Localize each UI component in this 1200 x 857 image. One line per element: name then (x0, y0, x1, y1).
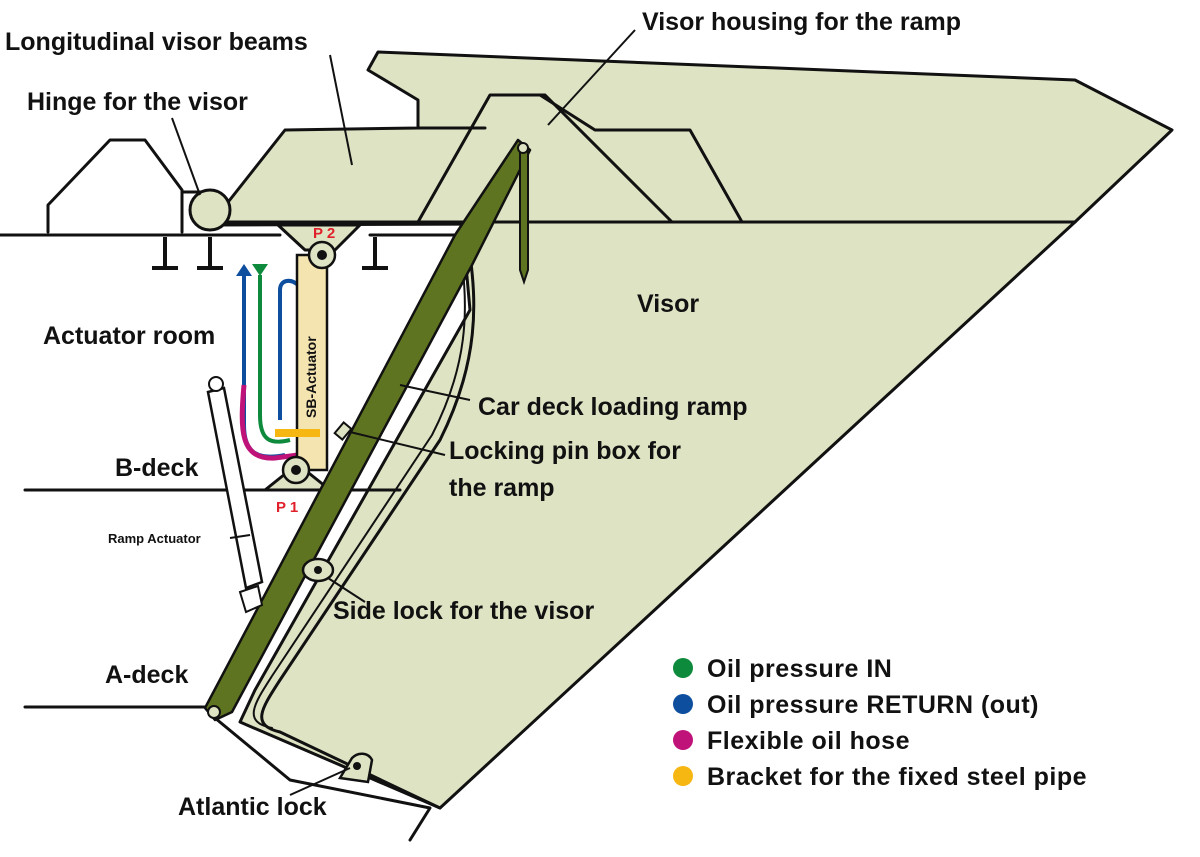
p2-pivot-center (317, 250, 327, 260)
leader-ramp-actuator (229, 534, 251, 539)
label-actuator-room: Actuator room (43, 322, 215, 350)
steel-pipe-bracket (275, 429, 320, 437)
ramp-top-pivot (517, 142, 529, 154)
visor-inner-edge (260, 253, 476, 810)
return-arrow-icon (236, 264, 252, 276)
ramp-actuator-bottom (238, 584, 264, 614)
flexible-hose (239, 384, 299, 461)
legend-label-0: Oil pressure IN (707, 655, 892, 683)
superstructure-left (46, 138, 184, 234)
deck-t-beams (152, 237, 388, 270)
label-car-deck-ramp: Car deck loading ramp (478, 393, 748, 421)
legend-swatch-1 (673, 694, 693, 714)
atlantic-lock-pin (353, 762, 361, 770)
label-visor-housing: Visor housing for the ramp (642, 8, 961, 36)
ramp-tip-arm (519, 149, 529, 286)
legend-label-2: Flexible oil hose (707, 727, 910, 755)
label-a-deck: A-deck (105, 661, 188, 689)
visor-upper-body (208, 50, 1174, 227)
legend-swatch-0 (673, 658, 693, 678)
visor-inner-edge-2 (252, 261, 466, 729)
label-atlantic-lock: Atlantic lock (178, 793, 327, 821)
ramp-bottom-pivot (207, 705, 221, 719)
label-hinge: Hinge for the visor (27, 88, 248, 116)
p1-label: P 1 (276, 499, 298, 516)
label-visor: Visor (637, 290, 699, 318)
leader-housing (547, 29, 636, 126)
visor-hinge (188, 188, 232, 232)
visor-housing-outline (416, 93, 674, 224)
visor-housing-inner (538, 93, 744, 224)
locking-pin-box (333, 421, 353, 441)
leader-ramp (399, 384, 471, 401)
label-locking-pin-1: Locking pin box for (449, 437, 681, 465)
label-b-deck: B-deck (115, 454, 198, 482)
leader-hinge (171, 117, 201, 196)
oil-return-upper (278, 278, 300, 420)
legend-swatch-3 (673, 766, 693, 786)
leader-longitudinal (329, 54, 353, 166)
p1-pivot-center (291, 465, 301, 475)
legend: Oil pressure IN Oil pressure RETURN (out)… (673, 655, 1087, 791)
label-ramp-actuator: Ramp Actuator (108, 531, 201, 546)
oil-in-line (258, 275, 291, 444)
label-locking-pin-2: the ramp (449, 474, 555, 502)
hull-bottom (213, 716, 432, 842)
legend-label-1: Oil pressure RETURN (out) (707, 691, 1039, 719)
leader-atlantic-lock (289, 767, 351, 796)
leader-side-lock (327, 577, 366, 603)
side-lock-pin (314, 566, 322, 574)
in-arrow-icon (252, 264, 268, 276)
ramp-actuator (206, 386, 264, 590)
legend-label-3: Bracket for the fixed steel pipe (707, 763, 1087, 791)
leader-locking-pin (349, 431, 446, 456)
label-side-lock: Side lock for the visor (333, 597, 594, 625)
p2-label: P 2 (313, 225, 335, 242)
legend-swatch-2 (673, 730, 693, 750)
sb-actuator-label: SB-Actuator (303, 336, 319, 418)
label-longitudinal-beams: Longitudinal visor beams (5, 28, 308, 56)
ramp-actuator-top-pivot (208, 376, 224, 392)
visor-lower-body (238, 220, 1077, 810)
